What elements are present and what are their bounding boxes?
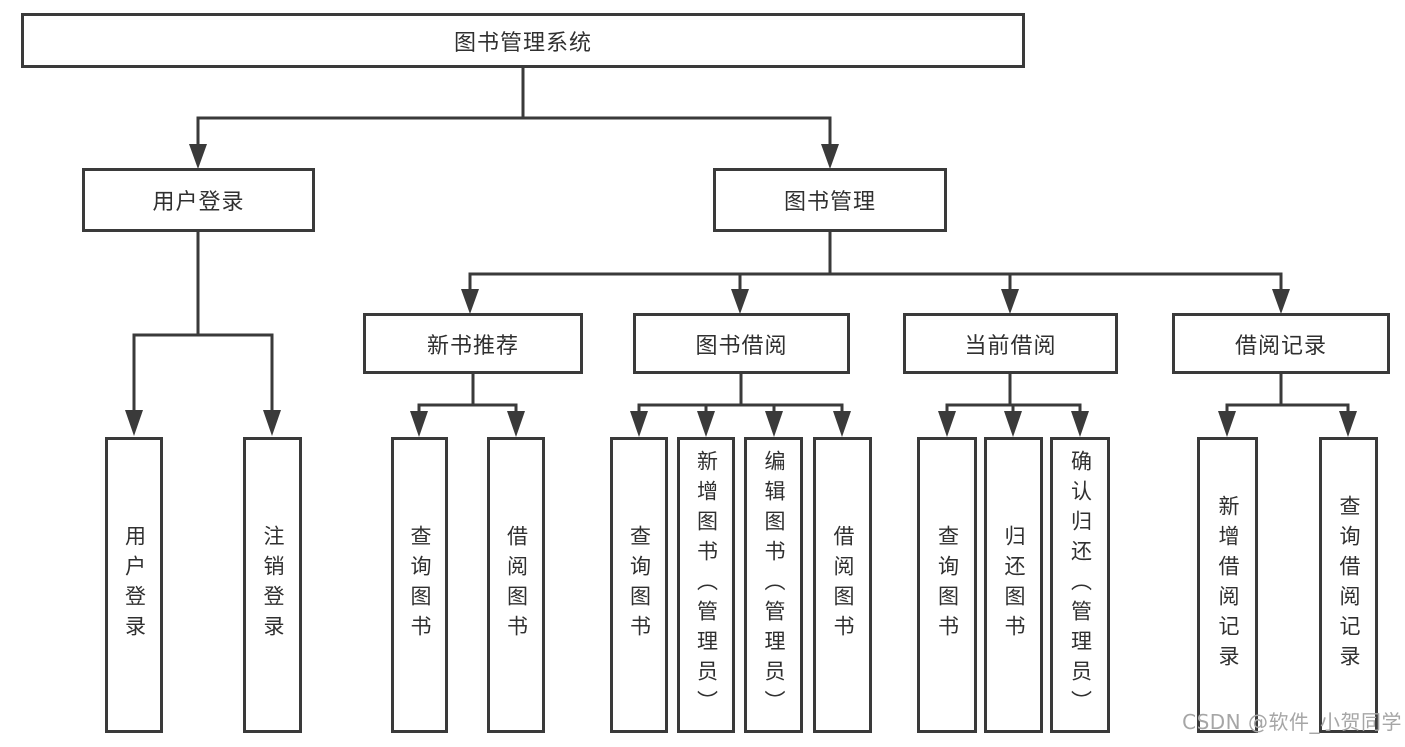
arrowhead-down-icon bbox=[507, 411, 525, 437]
arrowhead-down-icon bbox=[1339, 411, 1357, 437]
node-user-login: 用户登录 bbox=[82, 168, 315, 232]
node-label: 图书借阅 bbox=[695, 333, 788, 359]
connector-borrow-records-to-leaves bbox=[1225, 374, 1350, 413]
node-label: 用户登录 bbox=[122, 525, 147, 645]
leaf-borrow-books-borrowing: 借阅图书 bbox=[813, 437, 872, 733]
leaf-query-borrow-record: 查询借阅记录 bbox=[1319, 437, 1378, 733]
node-label: 新书推荐 bbox=[426, 333, 519, 359]
leaf-confirm-return-admin: 确认归还（管理员） bbox=[1050, 437, 1110, 733]
node-label: 用户登录 bbox=[152, 190, 245, 215]
leaf-logout: 注销登录 bbox=[243, 437, 302, 733]
arrowhead-down-icon bbox=[731, 289, 749, 314]
leaf-user-login: 用户登录 bbox=[105, 437, 163, 733]
node-root-system: 图书管理系统 bbox=[21, 13, 1025, 68]
connector-current-borrow-to-leaves bbox=[945, 374, 1082, 413]
leaf-return-books: 归还图书 bbox=[984, 437, 1043, 733]
csdn-watermark: CSDN @软件_小贺同学 bbox=[1182, 710, 1402, 734]
node-label: 新增图书（管理员） bbox=[694, 450, 719, 720]
arrowhead-down-icon bbox=[410, 411, 428, 437]
arrowhead-down-icon bbox=[1001, 289, 1019, 314]
node-new-book-recommend: 新书推荐 bbox=[363, 313, 583, 374]
arrowhead-down-icon bbox=[833, 411, 851, 437]
connector-root-to-level2 bbox=[196, 68, 832, 146]
node-label: 查询图书 bbox=[408, 525, 432, 645]
leaf-add-borrow-record: 新增借阅记录 bbox=[1197, 437, 1258, 733]
node-label: 编辑图书（管理员） bbox=[762, 450, 786, 720]
node-label: 图书管理 bbox=[783, 190, 876, 215]
arrowhead-down-icon bbox=[1218, 411, 1236, 437]
node-label: 查询借阅记录 bbox=[1337, 495, 1361, 675]
connector-user-login-to-leaves bbox=[132, 232, 274, 412]
node-borrowing-records: 借阅记录 bbox=[1172, 313, 1390, 374]
arrowhead-down-icon bbox=[1004, 411, 1022, 437]
leaf-query-books-borrowing: 查询图书 bbox=[610, 437, 668, 733]
leaf-edit-book-admin: 编辑图书（管理员） bbox=[744, 437, 803, 733]
node-label: 确认归还（管理员） bbox=[1068, 450, 1093, 720]
leaf-query-books-current: 查询图书 bbox=[917, 437, 977, 733]
arrowhead-down-icon bbox=[630, 411, 648, 437]
node-current-borrowing: 当前借阅 bbox=[903, 313, 1118, 374]
node-label: 当前借阅 bbox=[964, 333, 1057, 359]
arrowhead-down-icon bbox=[1272, 289, 1290, 314]
arrowhead-down-icon bbox=[263, 410, 281, 436]
arrowhead-down-icon bbox=[765, 411, 783, 437]
arrowhead-down-icon bbox=[821, 144, 839, 169]
node-label: 新增借阅记录 bbox=[1216, 495, 1240, 675]
arrowhead-down-icon bbox=[461, 289, 479, 314]
node-label: 查询图书 bbox=[627, 525, 652, 645]
node-book-borrowing: 图书借阅 bbox=[633, 313, 850, 374]
leaf-query-books-recommend: 查询图书 bbox=[391, 437, 448, 733]
node-label: 借阅图书 bbox=[504, 525, 529, 645]
connector-book-borrow-to-leaves bbox=[637, 374, 844, 413]
arrowhead-down-icon bbox=[125, 410, 143, 436]
arrowhead-down-icon bbox=[1071, 411, 1089, 437]
arrowhead-down-icon bbox=[938, 411, 956, 437]
node-label: 借阅图书 bbox=[831, 525, 855, 645]
node-label: 注销登录 bbox=[261, 525, 285, 645]
node-book-management: 图书管理 bbox=[713, 168, 947, 232]
connector-new-book-rec-to-leaves bbox=[417, 374, 518, 413]
node-label: 归还图书 bbox=[1002, 525, 1026, 645]
leaf-add-book-admin: 新增图书（管理员） bbox=[677, 437, 735, 733]
node-label: 图书管理系统 bbox=[453, 30, 592, 56]
arrowhead-down-icon bbox=[697, 411, 715, 437]
node-label: 查询图书 bbox=[935, 525, 960, 645]
node-label: 借阅记录 bbox=[1234, 333, 1327, 359]
connector-book-mgmt-to-level3 bbox=[468, 232, 1283, 291]
leaf-borrow-books-recommend: 借阅图书 bbox=[487, 437, 545, 733]
arrowhead-down-icon bbox=[189, 144, 207, 169]
